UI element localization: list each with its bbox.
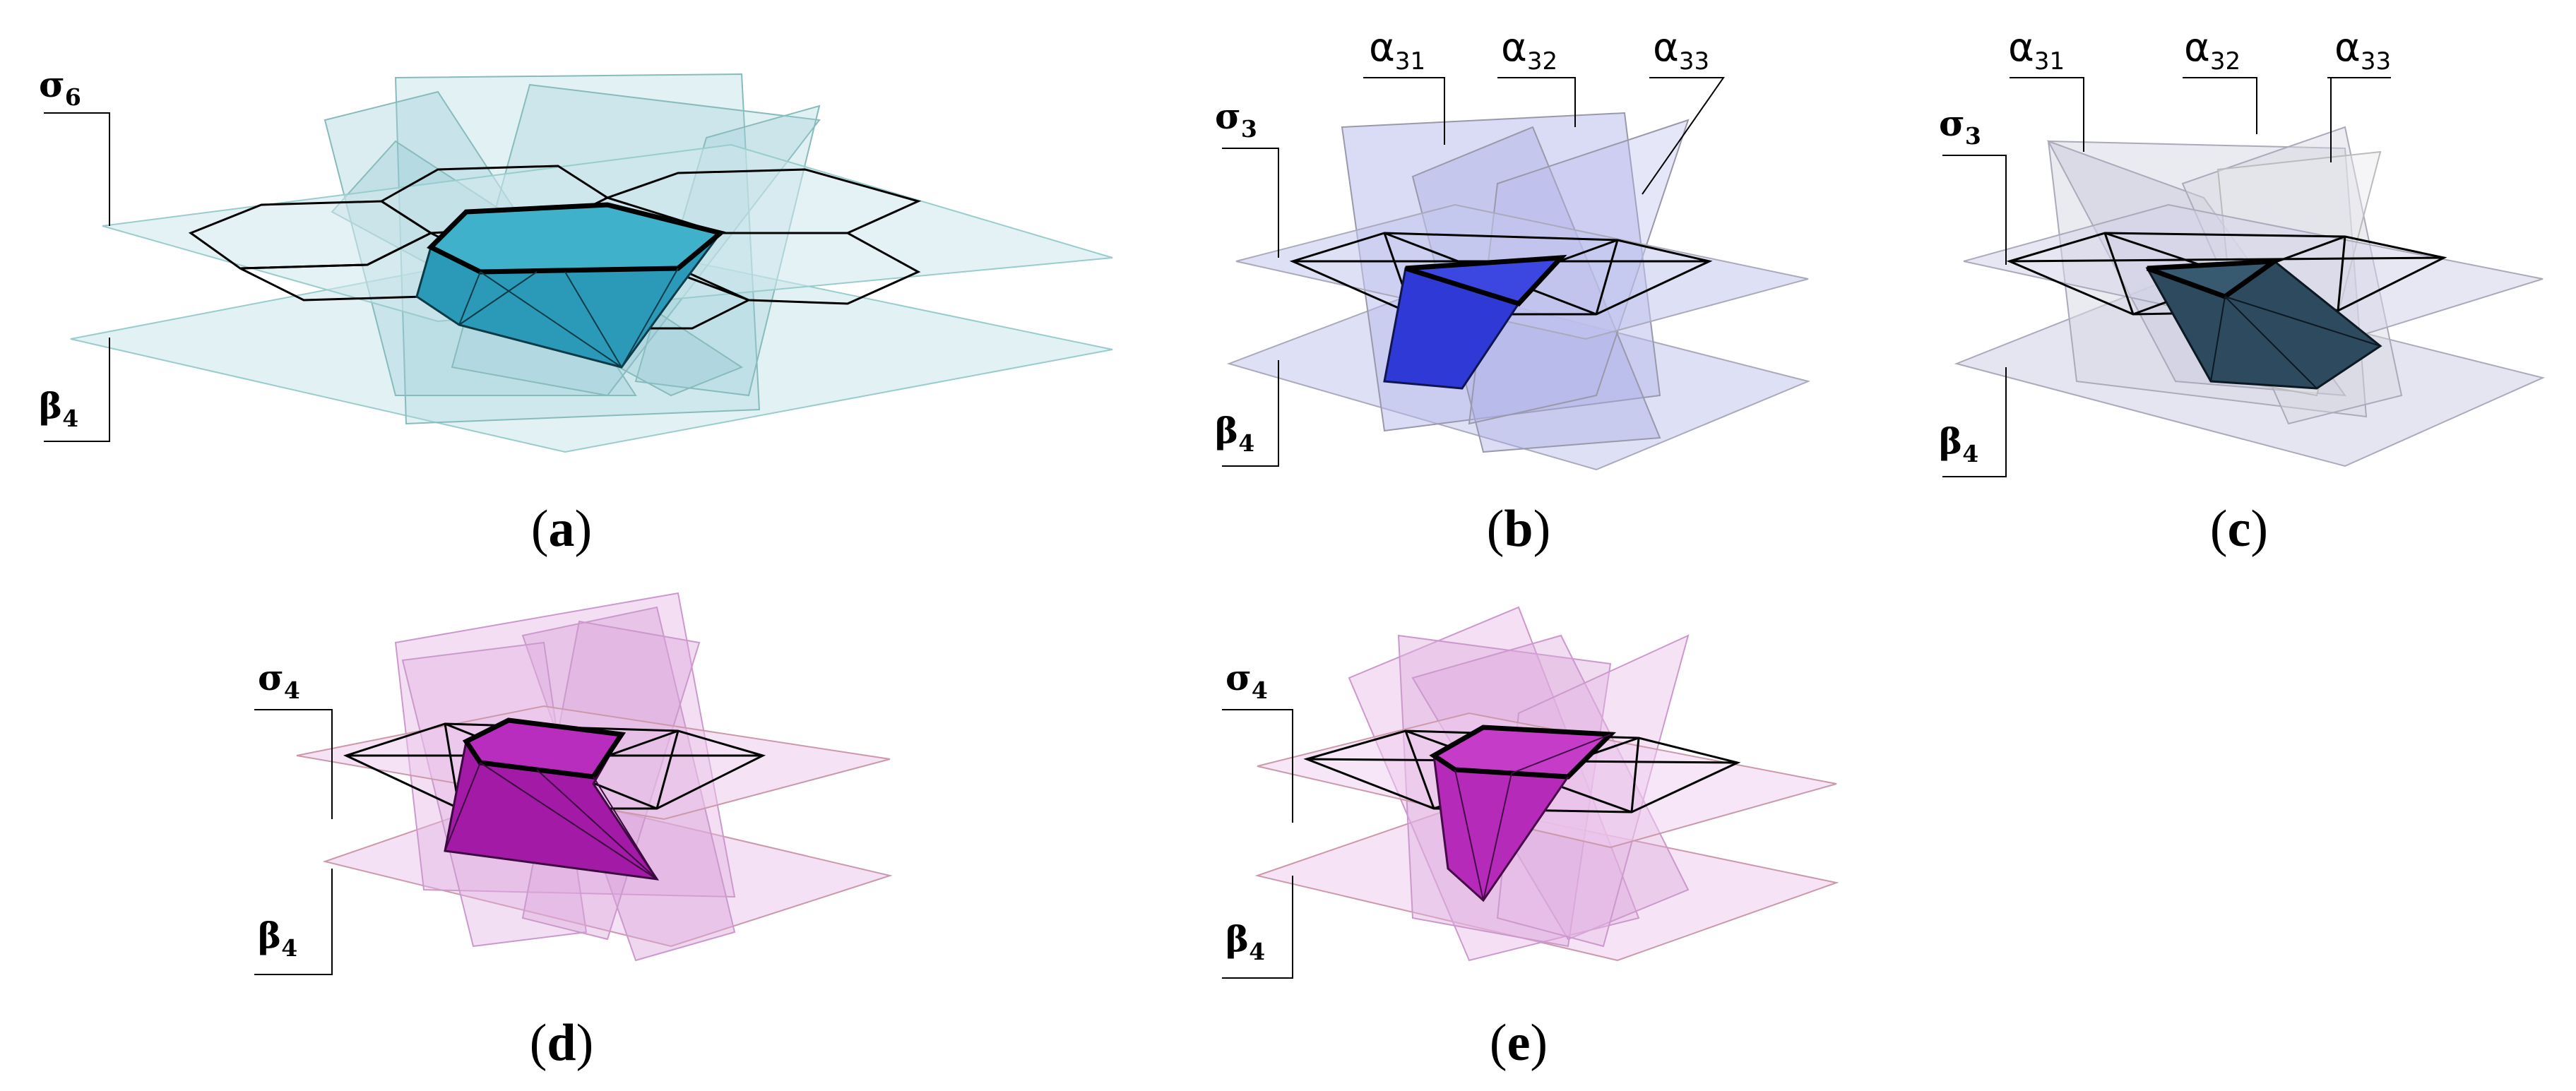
panel-c: σ3 β4 α31 α32 α33	[1921, 0, 2571, 551]
panel-e-leaders	[1222, 709, 1293, 979]
central-solid-top	[462, 717, 627, 780]
panel-b-diagram	[1226, 112, 1811, 471]
bottom-plane-label: β4	[1215, 410, 1255, 457]
central-solid-edges	[444, 762, 658, 880]
alpha-label: α31	[2008, 25, 2065, 76]
top-plane-label: σ3	[1215, 95, 1257, 143]
central-solid-top	[2146, 258, 2283, 299]
bottom-plane-label: β4	[1939, 420, 1979, 467]
panel-e: σ4 β4	[1201, 565, 1907, 1003]
top-plane-label: σ6	[39, 64, 81, 111]
bottom-plane	[1254, 804, 1839, 962]
caption-d: (d)	[529, 1014, 594, 1072]
central-solid-edges	[458, 268, 679, 368]
bottom-plane-label: β4	[39, 385, 79, 432]
bottom-plane-label: β4	[1225, 918, 1266, 965]
alpha-label: α33	[2334, 25, 2392, 76]
top-plane-label: σ4	[1225, 657, 1268, 704]
alpha-label: α33	[1653, 25, 1710, 76]
panel-c-diagram	[1954, 126, 2546, 467]
caption-a: (a)	[530, 500, 593, 558]
central-solid-top	[1404, 254, 1567, 307]
panel-a-diagram	[70, 73, 1113, 453]
caption-c: (c)	[2209, 500, 2269, 558]
panel-d: σ4 β4	[240, 565, 946, 1003]
panel-e-diagram	[1254, 606, 1839, 962]
panel-b: σ3 β4 α31 α32 α33	[1201, 0, 1851, 551]
panel-d-diagram	[296, 592, 893, 962]
top-plane-label: σ3	[1939, 102, 1981, 150]
alpha-label: α32	[1501, 25, 1558, 76]
top-plane-label: σ4	[258, 657, 300, 704]
alpha-label: α32	[2184, 25, 2241, 76]
bottom-plane-label: β4	[258, 914, 298, 962]
alpha-label: α31	[1369, 25, 1426, 76]
central-solid-top	[1429, 725, 1617, 780]
panel-b-leaders	[1222, 77, 1725, 467]
caption-e: (e)	[1489, 1014, 1548, 1072]
panel-a: σ6 β4	[0, 0, 1144, 551]
panel-d-leaders	[254, 709, 333, 975]
central-solid-edges	[2210, 296, 2381, 389]
caption-b: (b)	[1486, 500, 1551, 558]
panel-c-leaders	[1942, 77, 2391, 477]
central-solid-edges	[1454, 734, 1611, 901]
